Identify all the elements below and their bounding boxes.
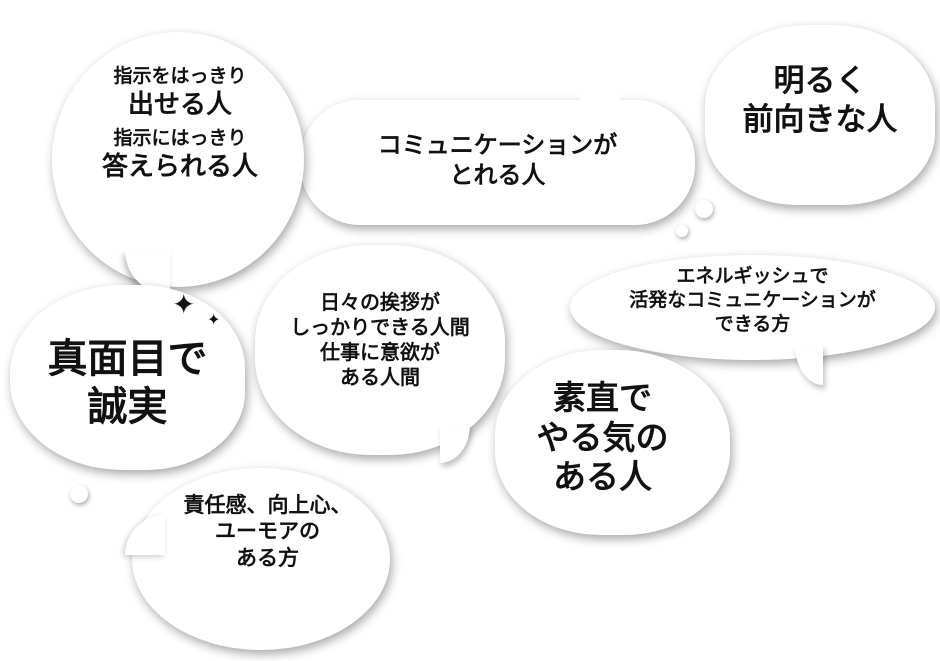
text-line: 指示をはっきり bbox=[113, 65, 247, 87]
bubble-text-instructions: 指示をはっきり 出せる人 指示にはっきり 答えられる人 bbox=[55, 65, 305, 184]
text-line: できる方 bbox=[714, 312, 791, 335]
speech-bubble-instructions bbox=[52, 32, 304, 287]
text-line: 指示にはっきり bbox=[113, 127, 247, 150]
text-line: 真面目で bbox=[47, 336, 208, 382]
bubble-tail bbox=[440, 425, 470, 463]
text-line: 仕事に意欲が bbox=[320, 340, 440, 364]
text-line: 責任感、向上心、 bbox=[183, 493, 352, 517]
bubble-tail bbox=[580, 80, 620, 120]
text-line: 活発なコミュニケーションが bbox=[629, 288, 876, 311]
cloud-dot bbox=[695, 200, 713, 218]
bubble-text-bright: 明るく 前向きな人 bbox=[705, 62, 935, 140]
text-line: ユーモアの bbox=[215, 519, 320, 544]
text-line: 答えられる人 bbox=[101, 152, 258, 182]
sparkle-icon: ✦ bbox=[172, 288, 196, 321]
text-line: 前向きな人 bbox=[742, 101, 898, 138]
cloud-bubble-honest bbox=[495, 350, 730, 535]
text-line: ある人 bbox=[553, 457, 652, 497]
text-line: しっかりできる人間 bbox=[290, 315, 470, 339]
bubble-text-honest: 素直で やる気の ある人 bbox=[495, 378, 710, 497]
text-line: 日々の挨拶が bbox=[320, 290, 440, 314]
text-line: 出せる人 bbox=[127, 89, 232, 120]
bubble-tail bbox=[795, 345, 823, 385]
text-line: コミュニケーションが bbox=[377, 131, 618, 159]
cloud-bubble-greeting bbox=[255, 245, 505, 455]
sparkle-icon: ✦ bbox=[207, 310, 221, 329]
cloud-dot bbox=[70, 485, 88, 503]
bubble-text-communication: コミュニケーションが とれる人 bbox=[300, 130, 695, 190]
speech-bubble-energetic bbox=[570, 255, 935, 360]
bubble-text-serious: 真面目で 誠実 bbox=[10, 335, 245, 431]
text-line: 誠実 bbox=[87, 384, 168, 430]
speech-bubble-communication bbox=[300, 100, 695, 225]
bubble-text-responsibility: 責任感、向上心、 ユーモアの ある方 bbox=[150, 492, 385, 571]
text-line: ある方 bbox=[236, 545, 299, 570]
text-line: ある人間 bbox=[340, 365, 420, 389]
bubble-text-greeting: 日々の挨拶が しっかりできる人間 仕事に意欲が ある人間 bbox=[255, 290, 505, 390]
cloud-dot bbox=[676, 225, 688, 237]
text-line: 明るく bbox=[773, 63, 867, 99]
text-line: エネルギッシュで bbox=[676, 265, 829, 287]
cloud-bubble-bright bbox=[705, 25, 935, 205]
cloud-bubble-serious bbox=[10, 285, 245, 470]
text-line: とれる人 bbox=[449, 161, 546, 189]
bubble-text-energetic: エネルギッシュで 活発なコミュニケーションが できる方 bbox=[570, 265, 935, 336]
text-line: 素直で bbox=[553, 378, 652, 417]
text-line: やる気の bbox=[536, 417, 669, 457]
speech-bubble-responsibility bbox=[132, 468, 390, 650]
